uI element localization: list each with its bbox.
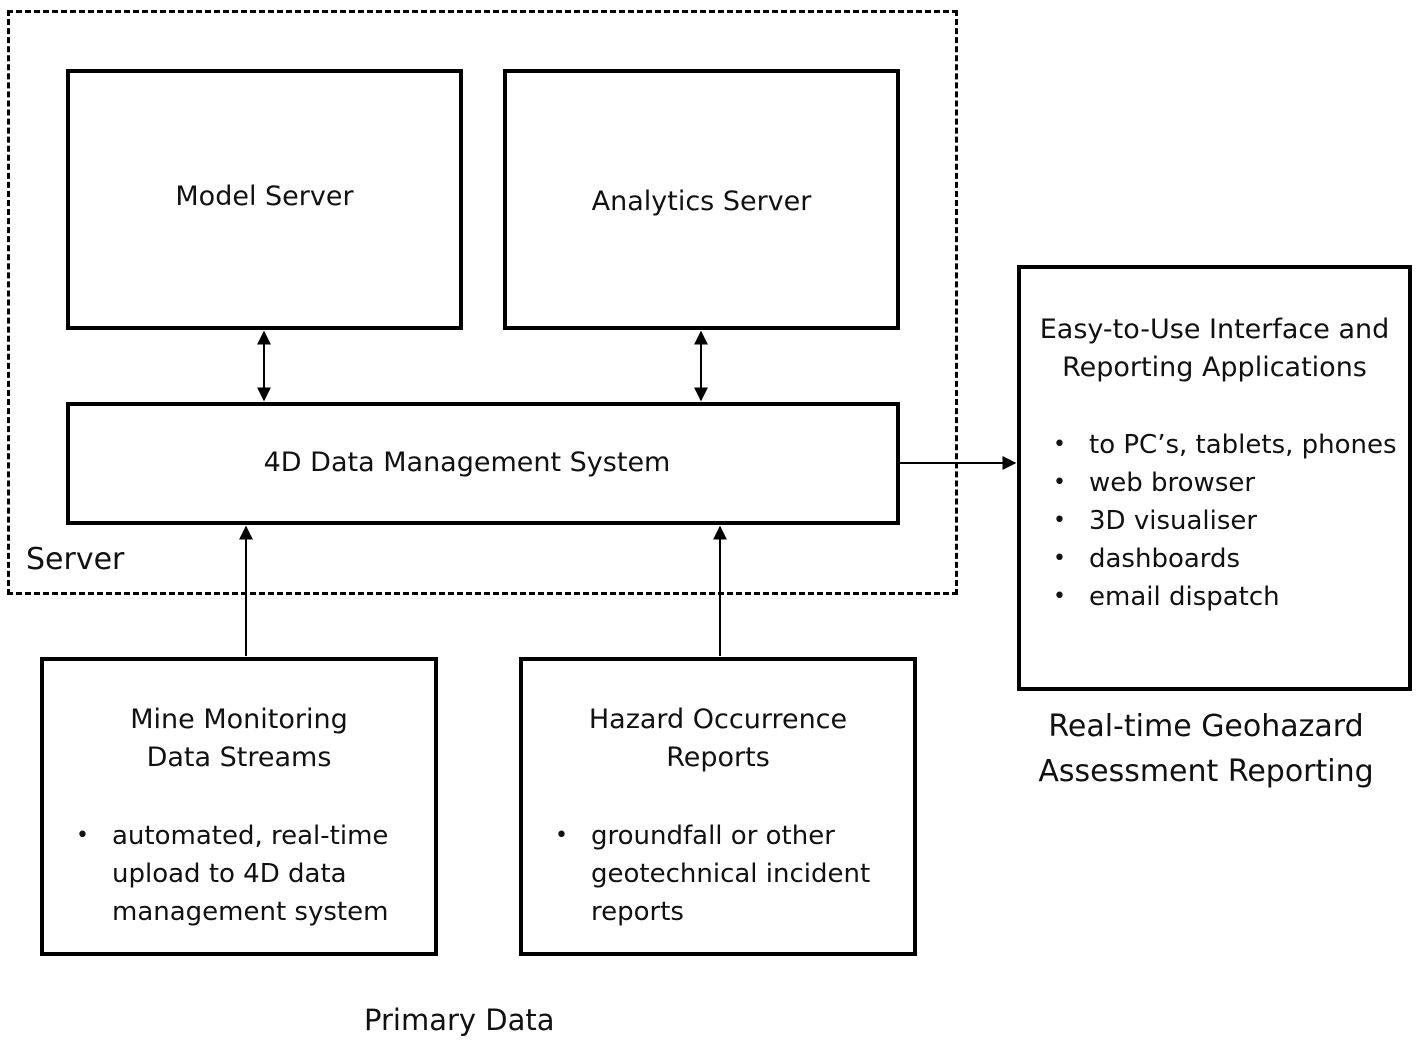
interface-item-list: to PC’s, tablets, phones web browser 3D … bbox=[1053, 426, 1397, 616]
model-server-box: Model Server bbox=[66, 69, 463, 330]
list-item-line: upload to 4D data bbox=[112, 859, 347, 889]
interface-title-line2: Reporting Applications bbox=[1062, 352, 1367, 383]
mine-monitoring-title-line1: Mine Monitoring bbox=[130, 704, 348, 735]
list-item: email dispatch bbox=[1053, 578, 1397, 616]
hazard-reports-title-line1: Hazard Occurrence bbox=[588, 704, 848, 735]
analytics-server-box: Analytics Server bbox=[503, 69, 900, 330]
list-item-line: management system bbox=[112, 897, 389, 927]
list-item-line: geotechnical incident bbox=[591, 859, 871, 889]
list-item: groundfall or other geotechnical inciden… bbox=[555, 817, 870, 931]
list-item: dashboards bbox=[1053, 540, 1397, 578]
primary-data-label: Primary Data bbox=[364, 1003, 555, 1037]
interface-box: Easy-to-Use Interface and Reporting Appl… bbox=[1017, 265, 1412, 691]
mine-monitoring-item-list: automated, real-time upload to 4D data m… bbox=[76, 817, 388, 931]
mine-monitoring-box: Mine Monitoring Data Streams automated, … bbox=[40, 657, 438, 956]
interface-title-line1: Easy-to-Use Interface and bbox=[1039, 314, 1390, 345]
mine-monitoring-title-line2: Data Streams bbox=[146, 742, 332, 773]
hazard-reports-box: Hazard Occurrence Reports groundfall or … bbox=[519, 657, 917, 956]
model-server-title: Model Server bbox=[175, 181, 354, 212]
hazard-reports-title-line2: Reports bbox=[666, 742, 770, 773]
server-group-label: Server bbox=[26, 542, 125, 577]
list-item: 3D visualiser bbox=[1053, 502, 1397, 540]
list-item: web browser bbox=[1053, 464, 1397, 502]
list-item-line: automated, real-time bbox=[112, 821, 389, 851]
list-item-line: reports bbox=[591, 897, 684, 927]
interface-caption-line2: Assessment Reporting bbox=[1038, 754, 1374, 789]
list-item-line: groundfall or other bbox=[591, 821, 835, 851]
list-item: to PC’s, tablets, phones bbox=[1053, 426, 1397, 464]
analytics-server-title: Analytics Server bbox=[591, 186, 812, 217]
data-management-title: 4D Data Management System bbox=[263, 447, 671, 478]
hazard-reports-item-list: groundfall or other geotechnical inciden… bbox=[555, 817, 870, 931]
interface-caption-line1: Real-time Geohazard bbox=[1048, 709, 1364, 744]
data-management-box: 4D Data Management System bbox=[66, 402, 900, 525]
server-group-boundary bbox=[7, 10, 958, 595]
list-item: automated, real-time upload to 4D data m… bbox=[76, 817, 388, 931]
